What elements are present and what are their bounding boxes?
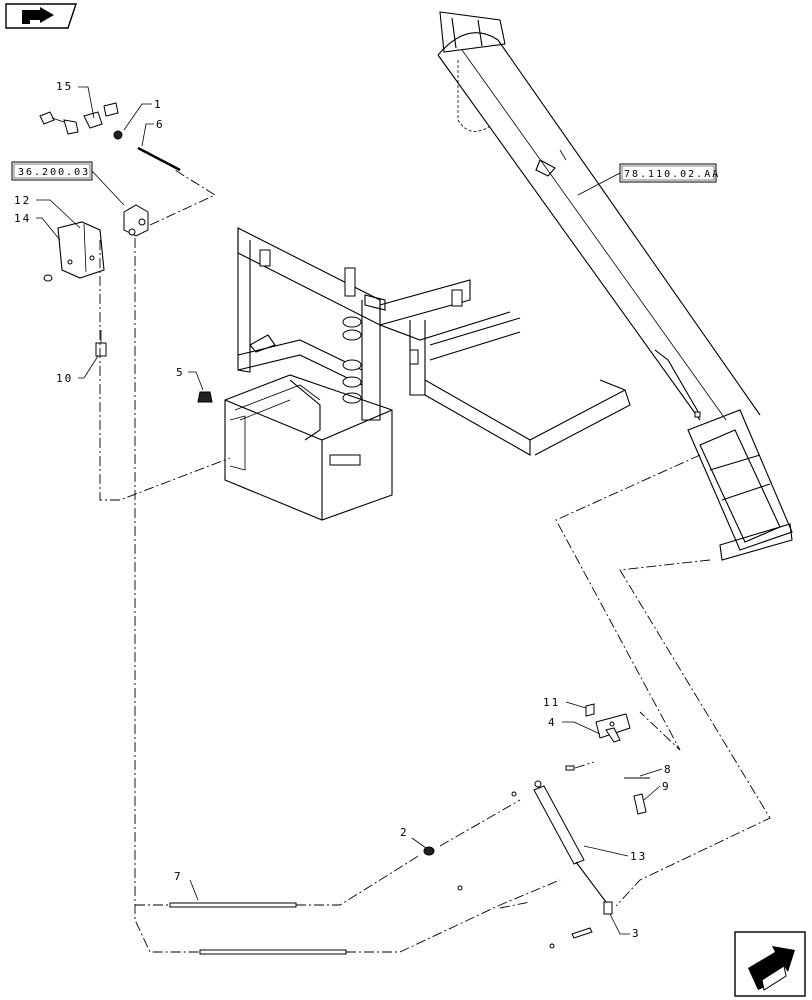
callout-label-4: 4 <box>548 716 557 729</box>
fitting-5 <box>197 391 213 403</box>
fitting-assembly-15 <box>39 102 119 135</box>
callout-label-9: 9 <box>662 780 671 793</box>
fitting-1 <box>113 130 123 140</box>
callout-15[interactable]: 15 <box>56 80 95 119</box>
mounting-box <box>224 374 393 521</box>
callout-6[interactable]: 6 <box>141 118 165 147</box>
pin-3 <box>549 927 593 949</box>
callout-label-8: 8 <box>664 763 673 776</box>
callout-label-2: 2 <box>400 826 409 839</box>
rod-7 <box>169 902 297 908</box>
bracket-12 <box>57 221 105 279</box>
callout-label-6: 6 <box>156 118 165 131</box>
fitting-2 <box>423 846 435 856</box>
callout-label-12: 12 <box>14 194 31 207</box>
callout-label-14: 14 <box>14 212 31 225</box>
callout-3[interactable]: 3 <box>609 913 641 940</box>
auger-bracket <box>687 409 793 561</box>
callout-9[interactable]: 9 <box>643 780 671 801</box>
bolt-11 <box>585 703 595 717</box>
callout-1[interactable]: 1 <box>123 98 163 131</box>
routing-lines <box>99 169 771 953</box>
rod-6 <box>137 146 181 172</box>
small-parts <box>457 765 575 891</box>
callout-label-3: 3 <box>632 927 641 940</box>
callout-label-11: 11 <box>543 696 560 709</box>
callout-5[interactable]: 5 <box>176 366 204 391</box>
nut-14 <box>43 274 53 282</box>
auger-tube <box>437 11 793 561</box>
bolt-9 <box>633 793 647 815</box>
next-page-arrow-icon[interactable] <box>734 931 806 997</box>
previous-page-arrow-icon[interactable] <box>5 3 77 29</box>
reference-label-left: 36.200.03 <box>18 167 90 178</box>
callout-2[interactable]: 2 <box>400 826 427 849</box>
bracket-4 <box>595 713 631 743</box>
callout-12[interactable]: 12 <box>14 194 81 229</box>
callout-11[interactable]: 11 <box>543 696 587 709</box>
callout-label-5: 5 <box>176 366 185 379</box>
reference-label-right: 78.110.02.AA <box>624 169 720 180</box>
callout-label-13: 13 <box>630 850 647 863</box>
callout-14[interactable]: 14 <box>14 212 61 241</box>
callout-10[interactable]: 10 <box>56 355 99 385</box>
gas-strut-13 <box>533 780 613 915</box>
hose-lower <box>199 949 347 955</box>
support-frame <box>237 227 631 456</box>
callout-4[interactable]: 4 <box>548 716 601 735</box>
callout-7[interactable]: 7 <box>174 870 199 901</box>
callout-label-10: 10 <box>56 372 73 385</box>
valve-block <box>123 204 149 237</box>
reference-box-36-200-03[interactable]: 36.200.03 <box>11 161 93 181</box>
callout-label-1: 1 <box>154 98 163 111</box>
callout-label-15: 15 <box>56 80 73 93</box>
reference-box-78-110-02-AA[interactable]: 78.110.02.AA <box>619 163 720 183</box>
callout-13[interactable]: 13 <box>583 845 647 863</box>
bolt-10 <box>95 330 107 357</box>
callout-label-7: 7 <box>174 870 183 883</box>
callout-8[interactable]: 8 <box>639 763 673 777</box>
